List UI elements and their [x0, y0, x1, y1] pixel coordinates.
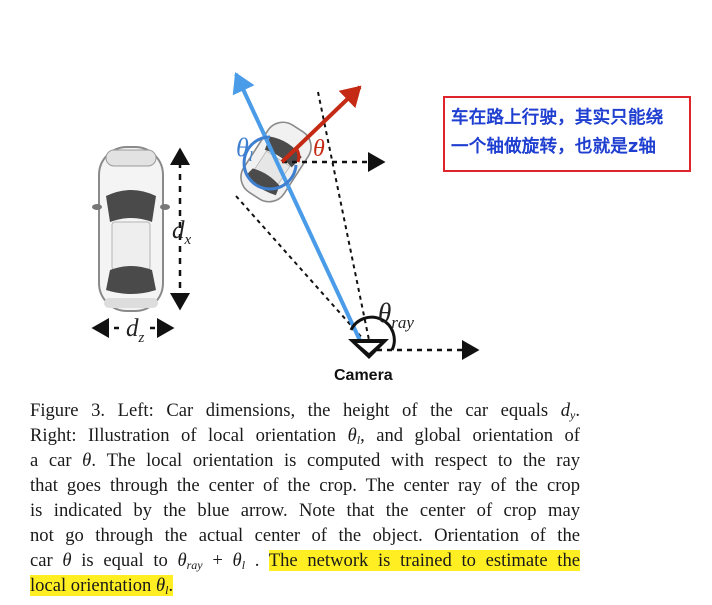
- highlighted-text-1: The network is trained to estimate the: [268, 550, 580, 571]
- left-car-top-view: [92, 146, 170, 312]
- theta-arc: [294, 147, 301, 163]
- figure-3-diagram: dx dz θl θ θray Camera: [91, 72, 480, 384]
- theta-label: θ: [313, 136, 325, 162]
- highlighted-text-2: local orientation θl.: [30, 575, 174, 597]
- annotation-line-1: 车在路上行驶，其实只能绕: [451, 108, 664, 128]
- camera-icon: [348, 339, 389, 359]
- caption-line-2: Right: Illustration of local orientation…: [30, 425, 580, 447]
- caption-line-4: that goes through the center of the crop…: [30, 475, 580, 496]
- theta-l-label: θl: [236, 133, 253, 165]
- camera-label: Camera: [334, 367, 393, 384]
- caption-line-6: not go through the actual center of the …: [30, 525, 580, 546]
- frustum-line-left: [235, 195, 365, 341]
- caption-line-3: a car θ. The local orientation is comput…: [30, 450, 580, 471]
- dz-label: dz: [126, 315, 145, 346]
- theta-ray-arc: [349, 315, 396, 351]
- dx-label: dx: [172, 217, 192, 248]
- red-orientation-arrow: [280, 85, 362, 164]
- theta-ray-label: θray: [378, 298, 414, 332]
- blue-center-ray-arrow: [232, 72, 365, 348]
- caption-line-8: local orientation θl.: [30, 573, 580, 598]
- chinese-annotation-box: 车在路上行驶，其实只能绕 一个轴做旋转，也就是z轴: [443, 96, 691, 172]
- annotation-line-2: 一个轴做旋转，也就是z轴: [451, 137, 657, 157]
- theta-l-arc: [242, 135, 298, 191]
- caption-line-1: Figure 3. Left: Car dimensions, the heig…: [30, 400, 580, 422]
- caption-line-7: car θ is equal to θray + θl . The networ…: [30, 550, 580, 572]
- frustum-line-right: [317, 91, 370, 341]
- figure-caption: Figure 3. Left: Car dimensions, the heig…: [30, 398, 580, 598]
- caption-line-5: is indicated by the blue arrow. Note tha…: [30, 500, 580, 521]
